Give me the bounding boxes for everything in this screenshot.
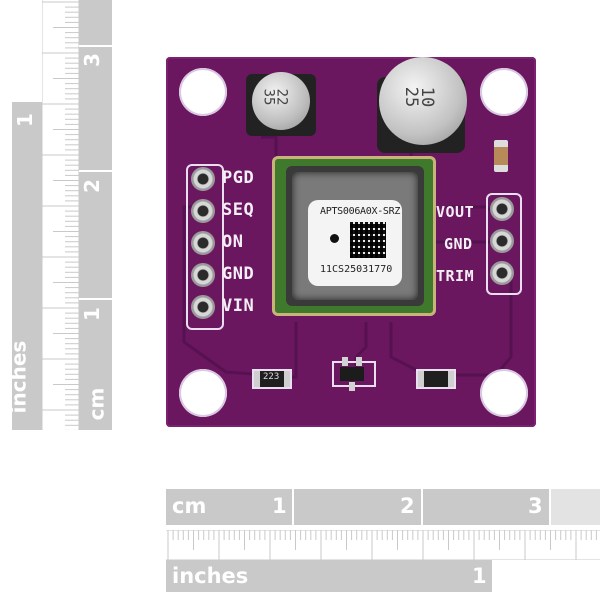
vertical-cm-track bbox=[79, 0, 112, 430]
pcb-board: 22 35 10 25 APTS006A0X-SRZ 11CS25031770 … bbox=[166, 57, 536, 427]
vertical-ruler: 3 2 1 cm 1 inches bbox=[0, 0, 112, 430]
ruler-cm-3-h: 3 bbox=[528, 494, 543, 518]
label-seq: SEQ bbox=[222, 200, 255, 220]
pad-vin bbox=[191, 295, 215, 319]
label-trim: TRIM bbox=[436, 267, 475, 285]
ruler-inch-unit: inches bbox=[6, 340, 31, 414]
ruler-cm-2: 2 bbox=[79, 179, 104, 193]
mounting-hole-top-right bbox=[480, 68, 528, 116]
label-on: ON bbox=[222, 232, 244, 252]
label-vin: VIN bbox=[222, 296, 255, 316]
smd-capacitor bbox=[494, 140, 508, 172]
module-barcode bbox=[350, 222, 386, 258]
label-gnd-right: GND bbox=[444, 235, 473, 253]
ruler-cm-unit-h: cm bbox=[172, 494, 207, 518]
transistor bbox=[332, 357, 376, 391]
pad-on bbox=[191, 231, 215, 255]
vertical-ruler-ticks bbox=[42, 0, 79, 430]
mounting-hole-bottom-right bbox=[480, 369, 528, 417]
capacitor-small: 22 35 bbox=[242, 70, 320, 138]
capacitor-large-label: 10 25 bbox=[401, 86, 438, 108]
ruler-cm-unit: cm bbox=[84, 387, 109, 421]
header-left-outline bbox=[186, 164, 224, 330]
pad-gnd-left bbox=[191, 263, 215, 287]
capacitor-small-label: 22 35 bbox=[260, 88, 290, 106]
ruler-inch-1: 1 bbox=[12, 113, 37, 127]
label-pgd: PGD bbox=[222, 168, 255, 188]
resistor-left: 223 bbox=[252, 369, 292, 389]
ruler-cm-2-h: 2 bbox=[400, 494, 415, 518]
mounting-hole-bottom-left bbox=[179, 369, 227, 417]
horizontal-inch-track bbox=[166, 560, 492, 592]
capacitor-large: 10 25 bbox=[373, 57, 471, 153]
ruler-cm-1: 1 bbox=[79, 307, 104, 321]
horizontal-ruler: cm 1 2 3 inches 1 bbox=[0, 488, 600, 600]
horizontal-cm-track bbox=[166, 489, 600, 525]
ruler-cm-3: 3 bbox=[79, 53, 104, 67]
label-vout: VOUT bbox=[436, 203, 475, 221]
module-part-number: APTS006A0X-SRZ bbox=[320, 206, 401, 217]
pad-gnd-right bbox=[490, 229, 514, 253]
ruler-inch-unit-h: inches bbox=[172, 564, 249, 588]
module-dot bbox=[330, 234, 339, 243]
pad-trim bbox=[490, 261, 514, 285]
power-module: APTS006A0X-SRZ 11CS25031770 bbox=[272, 156, 436, 316]
vertical-inch-track bbox=[12, 102, 42, 430]
pad-seq bbox=[191, 199, 215, 223]
label-gnd-left: GND bbox=[222, 264, 255, 284]
module-serial: 11CS25031770 bbox=[320, 264, 393, 275]
resistor-label: 223 bbox=[263, 372, 280, 382]
pad-pgd bbox=[191, 167, 215, 191]
ruler-inch-1-h: 1 bbox=[472, 564, 487, 588]
pad-vout bbox=[490, 197, 514, 221]
ruler-cm-1-h: 1 bbox=[272, 494, 287, 518]
horizontal-ruler-ticks bbox=[166, 530, 600, 560]
header-right-outline bbox=[486, 193, 522, 295]
mounting-hole-top-left bbox=[179, 68, 227, 116]
resistor-right bbox=[416, 369, 456, 389]
